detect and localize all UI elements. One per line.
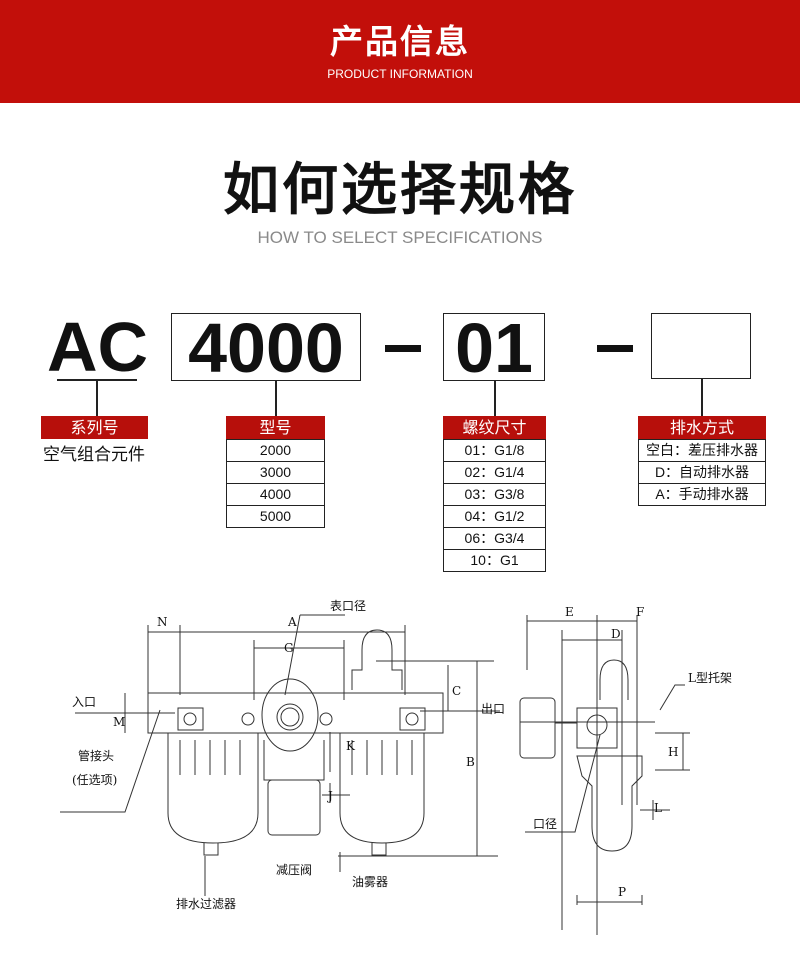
dim-d: D bbox=[611, 627, 621, 641]
dim-c: C bbox=[452, 684, 461, 698]
connector bbox=[701, 379, 703, 416]
thread-option: 02：G1/4 bbox=[444, 461, 545, 483]
thread-option: 03：G3/8 bbox=[444, 483, 545, 505]
dim-f: F bbox=[636, 605, 644, 619]
dim-m: M bbox=[113, 715, 125, 729]
dim-k: K bbox=[346, 739, 356, 753]
code-model-box: 4000 bbox=[171, 313, 361, 383]
model-option: 2000 bbox=[227, 439, 324, 461]
dash bbox=[385, 345, 421, 352]
thread-option: 06：G3/4 bbox=[444, 527, 545, 549]
connector bbox=[494, 381, 496, 416]
header-banner bbox=[0, 0, 800, 103]
section-subtitle: HOW TO SELECT SPECIFICATIONS bbox=[257, 228, 543, 247]
model-option: 3000 bbox=[227, 461, 324, 483]
header-subtitle: PRODUCT INFORMATION bbox=[327, 67, 473, 81]
dim-n: N bbox=[157, 615, 168, 629]
dim-p: P bbox=[618, 885, 626, 899]
drain-option: A：手动排水器 bbox=[639, 483, 765, 505]
dim-j: J bbox=[326, 789, 333, 803]
outlet-label: 出口 bbox=[481, 702, 505, 716]
code-drain-box bbox=[651, 313, 751, 379]
dash bbox=[597, 345, 633, 352]
drain-option: D：自动排水器 bbox=[639, 461, 765, 483]
thread-option: 01：G1/8 bbox=[444, 439, 545, 461]
inlet-label: 入口 bbox=[72, 695, 96, 709]
bracket-label: L型托架 bbox=[688, 671, 732, 685]
code-series: AC bbox=[46, 308, 149, 386]
dim-l: L bbox=[654, 801, 662, 815]
thread-option: 10：G1 bbox=[444, 549, 545, 571]
dimension-labels: N A G 表口径 C 入口 M 出口 K B 管接头 (任选项) J 减压阀 … bbox=[72, 599, 732, 911]
dimension-drawing: N A G 表口径 C 入口 M 出口 K B 管接头 (任选项) J 减压阀 … bbox=[60, 599, 732, 935]
drain-option: 空白：差压排水器 bbox=[639, 439, 765, 461]
gauge-port-label: 表口径 bbox=[330, 599, 366, 613]
lubricator-label: 油雾器 bbox=[352, 875, 388, 889]
model-table: 2000 3000 4000 5000 bbox=[226, 439, 325, 528]
thread-option: 04：G1/2 bbox=[444, 505, 545, 527]
section-title: 如何选择规格 bbox=[223, 158, 577, 223]
series-underline bbox=[57, 379, 137, 381]
model-option: 4000 bbox=[227, 483, 324, 505]
dim-b: B bbox=[466, 755, 475, 769]
drain-label: 排水方式 bbox=[638, 416, 766, 439]
model-option: 5000 bbox=[227, 505, 324, 527]
code-thread-box: 01 bbox=[443, 313, 545, 383]
dim-a: A bbox=[287, 615, 297, 629]
dim-e: E bbox=[565, 605, 574, 619]
fitting-label: 管接头 bbox=[78, 748, 114, 763]
connector bbox=[96, 380, 98, 416]
series-desc: 空气组合元件 bbox=[43, 445, 145, 465]
port-label: 口径 bbox=[533, 817, 557, 831]
connector bbox=[275, 381, 277, 416]
series-label: 系列号 bbox=[41, 416, 148, 439]
regulator-label: 减压阀 bbox=[276, 863, 312, 877]
model-label: 型号 bbox=[226, 416, 325, 439]
fitting-optional-label: (任选项) bbox=[72, 773, 117, 787]
thread-label: 螺纹尺寸 bbox=[443, 416, 546, 439]
dim-g: G bbox=[284, 641, 294, 655]
drain-table: 空白：差压排水器 D：自动排水器 A：手动排水器 bbox=[638, 439, 766, 506]
filter-label: 排水过滤器 bbox=[176, 897, 236, 911]
dim-h: H bbox=[668, 745, 678, 759]
header-title: 产品信息 bbox=[330, 22, 470, 61]
thread-table: 01：G1/8 02：G1/4 03：G3/8 04：G1/2 06：G3/4 … bbox=[443, 439, 546, 572]
